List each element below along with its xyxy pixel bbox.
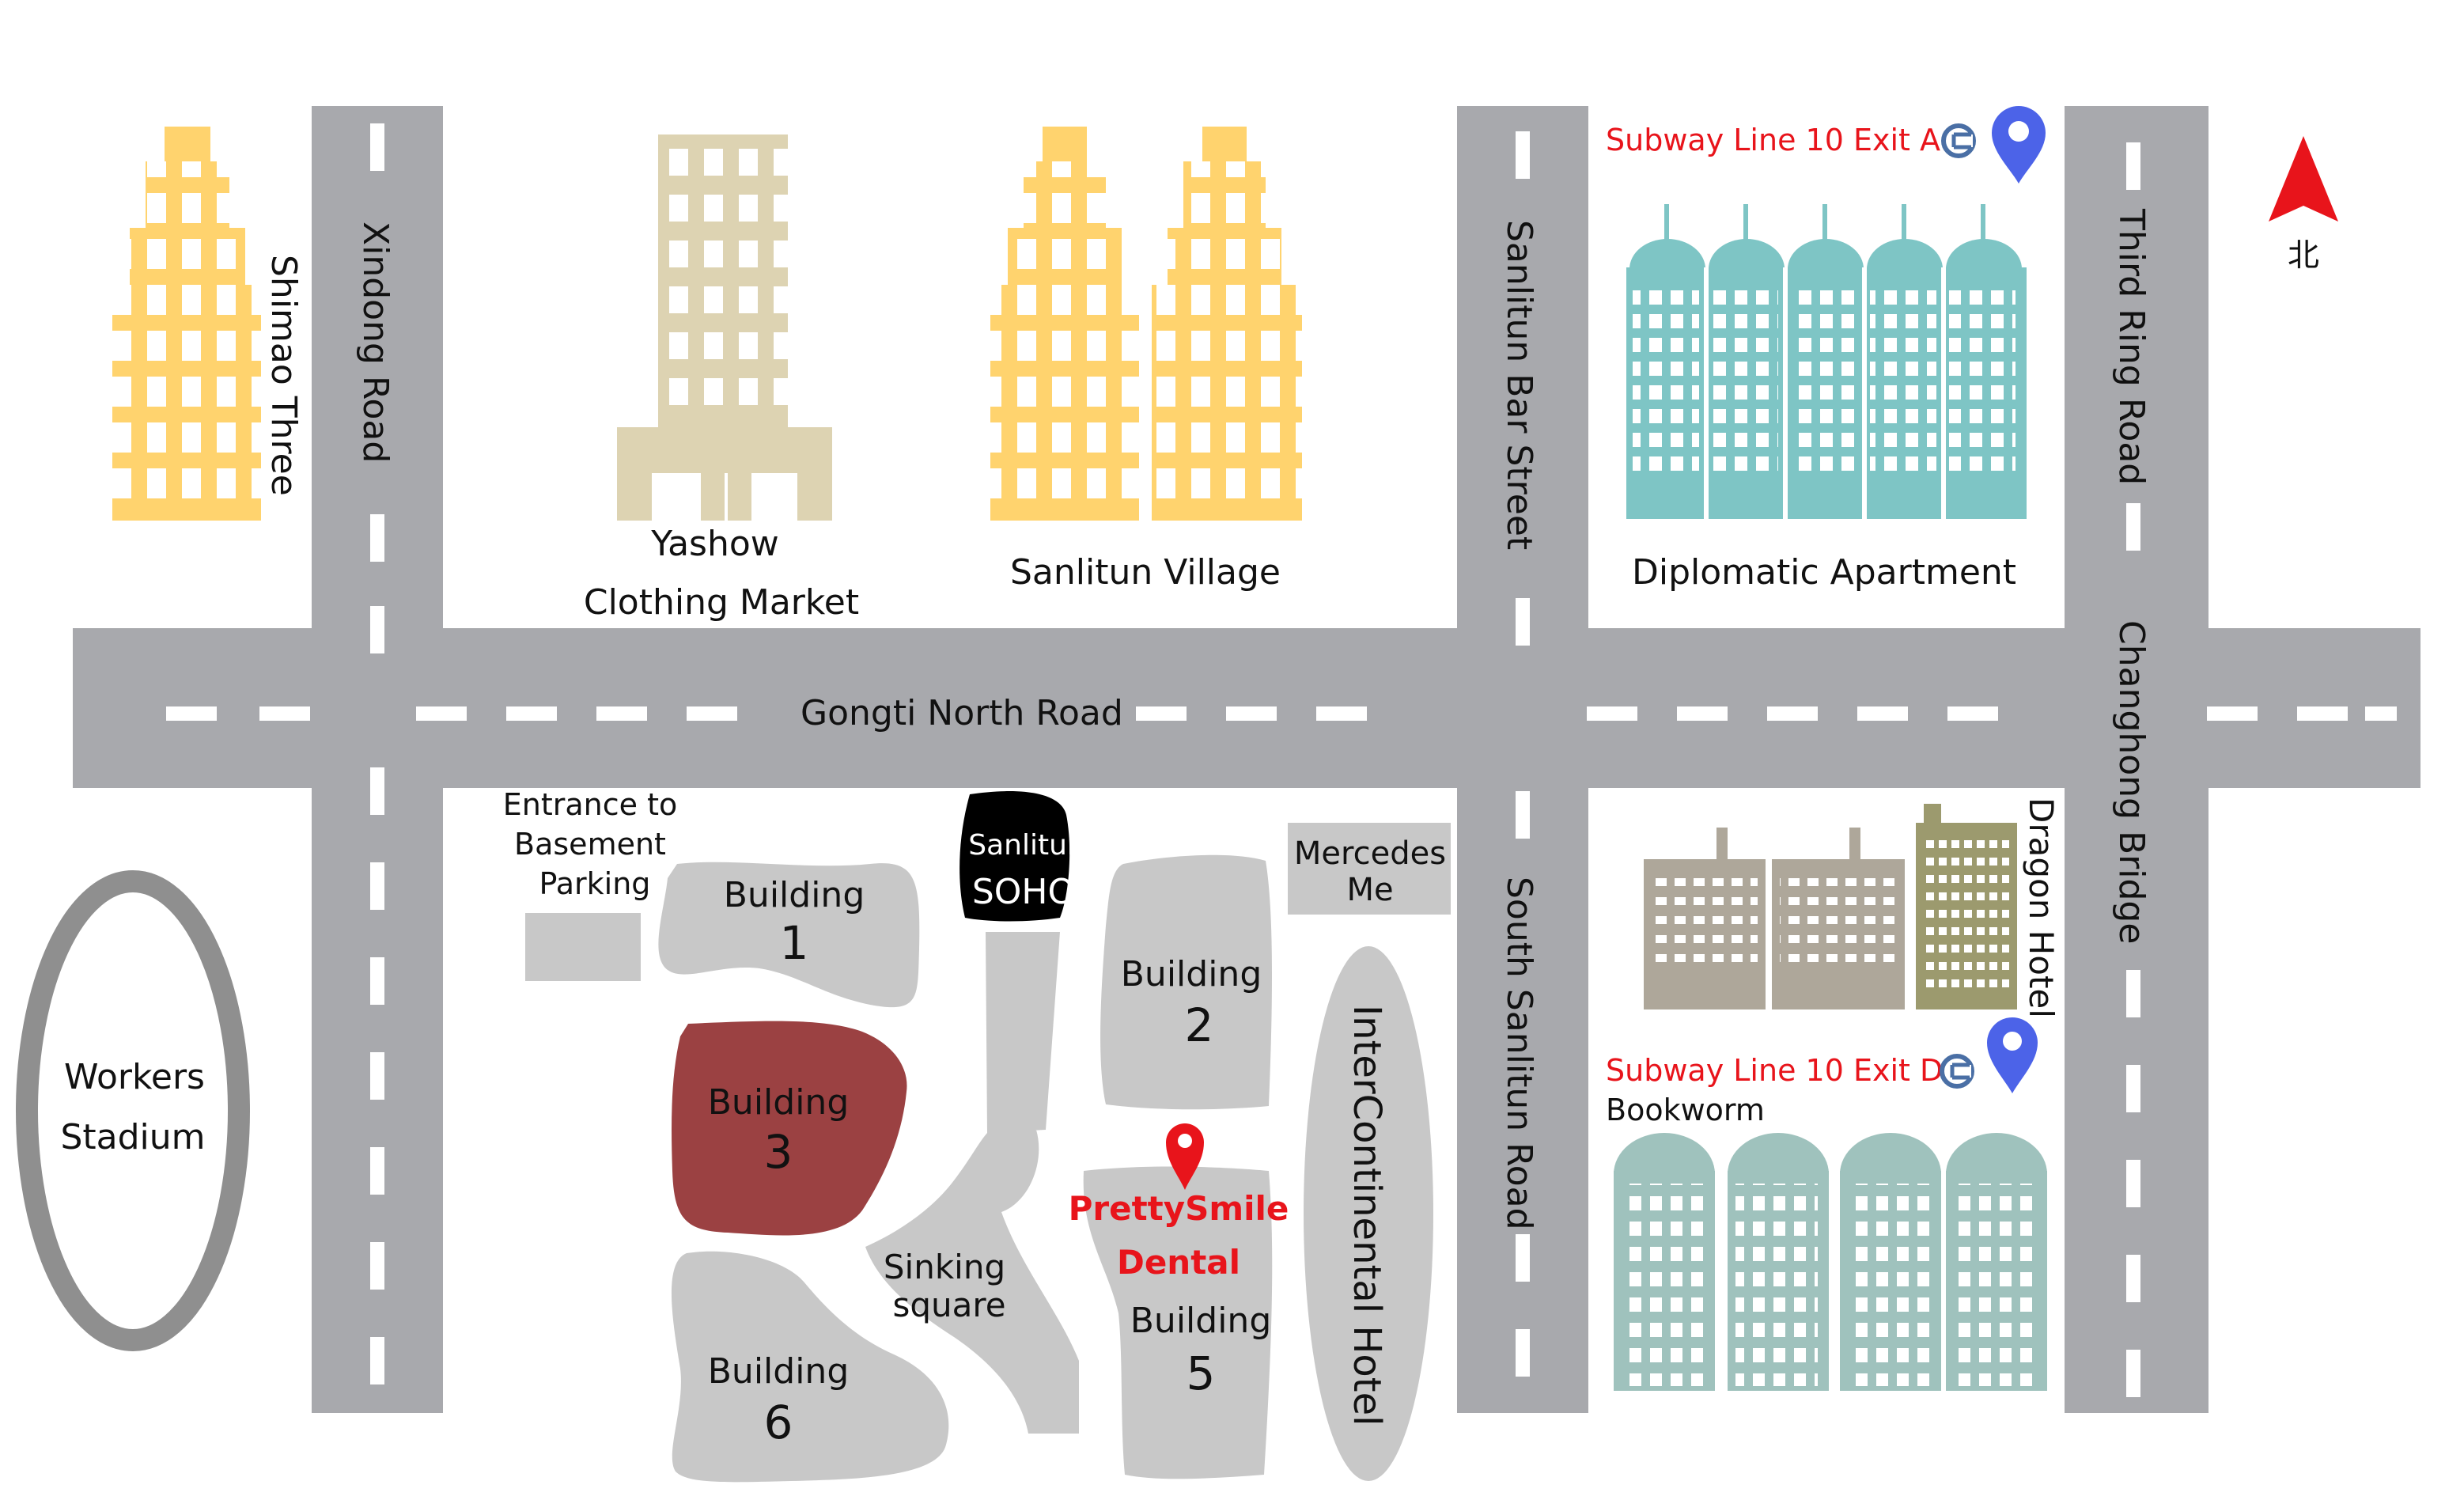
building-3 <box>672 1021 907 1236</box>
xindong-road <box>312 106 443 1413</box>
building-2 <box>1100 854 1272 1110</box>
label-sinking-line2: square <box>892 1286 1005 1324</box>
label-building-2: Building <box>1121 954 1262 994</box>
sanlitun-bar-street <box>1457 106 1588 1413</box>
intercontinental-hotel <box>1304 946 1433 1481</box>
road-labels: Gongti North Road Xindong Road Sanlitun … <box>355 208 2152 1230</box>
label-soho-line2: SOHO <box>972 872 1075 912</box>
label-diplomatic-apartment: Diplomatic Apartment <box>1632 552 2016 593</box>
label-bookworm: Bookworm <box>1606 1093 1765 1127</box>
taupe-office-building <box>1644 828 1905 1009</box>
label-building-2-num: 2 <box>1185 998 1214 1052</box>
label-xindong-road: Xindong Road <box>355 222 396 463</box>
subway-exit-a-label: Subway Line 10 Exit A <box>1606 123 1940 157</box>
building-5 <box>1083 1166 1273 1479</box>
label-third-ring-road: Third Ring Road <box>2111 208 2152 485</box>
shimao-three-building <box>112 127 261 521</box>
map-pin-icon <box>1992 106 2046 184</box>
label-parking-line1: Entrance to <box>503 787 678 822</box>
label-yashow-line1: Yashow <box>650 524 779 564</box>
label-building-3-num: 3 <box>764 1125 793 1179</box>
building-1 <box>658 862 920 1008</box>
clinic-map-pin-icon <box>1166 1123 1204 1190</box>
north-label: 北 <box>2288 237 2319 274</box>
label-yashow-line2: Clothing Market <box>584 582 859 623</box>
label-sanlitun-bar-street: Sanlitun Bar Street <box>1499 220 1539 550</box>
sanlitun-village-building <box>990 127 1302 521</box>
roads <box>73 106 2420 1413</box>
sanlitun-soho <box>959 791 1070 922</box>
label-shimao-three: Shimao Three <box>263 255 304 496</box>
label-sinking-line1: Sinking <box>884 1248 1005 1286</box>
diplomatic-apartment-building <box>1626 204 2027 519</box>
dragon-hotel-building <box>1916 804 2017 1009</box>
label-parking-line2: Basement <box>514 827 666 862</box>
basement-parking-entrance <box>525 913 641 981</box>
sinking-square <box>865 932 1079 1434</box>
clinic-name-line1: PrettySmile <box>1069 1189 1289 1228</box>
label-building-6-num: 6 <box>764 1396 793 1449</box>
label-south-sanlitun-road: South Sanlitun Road <box>1499 877 1539 1230</box>
label-sanlitun-village: Sanlitun Village <box>1010 552 1281 593</box>
building-6 <box>671 1251 949 1483</box>
subway-logo-icon <box>1940 1054 1974 1089</box>
clinic-name-line2: Dental <box>1117 1243 1240 1282</box>
lane-markings <box>166 123 2397 1397</box>
label-workers-line2: Stadium <box>60 1117 205 1157</box>
label-intercontinental: InterContinental Hotel <box>1345 1005 1389 1426</box>
label-workers-line1: Workers <box>64 1057 205 1097</box>
label-dragon-hotel: Dragon Hotel <box>2022 797 2061 1018</box>
label-mercedes-line1: Mercedes <box>1294 835 1446 872</box>
label-building-5: Building <box>1130 1301 1272 1341</box>
map-pin-icon <box>1987 1017 2038 1093</box>
label-parking-line3: Parking <box>539 866 651 901</box>
label-building-1: Building <box>724 875 865 915</box>
label-soho-line1: Sanlitun <box>968 829 1084 862</box>
label-building-5-num: 5 <box>1187 1347 1216 1400</box>
label-building-3: Building <box>708 1082 850 1123</box>
subway-exit-d-label: Subway Line 10 Exit D <box>1606 1053 1943 1088</box>
label-building-6: Building <box>708 1351 850 1392</box>
north-arrow-icon <box>2269 136 2338 222</box>
label-mercedes-line2: Me <box>1346 872 1393 908</box>
label-changhong-bridge: Changhong Bridge <box>2111 620 2152 944</box>
subway-logo-icon <box>1941 123 1976 158</box>
label-gongti-north-road: Gongti North Road <box>801 693 1123 733</box>
mercedes-me <box>1288 823 1451 915</box>
label-building-1-num: 1 <box>780 916 809 970</box>
bookworm-area-buildings <box>1614 1133 2047 1391</box>
workers-stadium <box>16 870 250 1351</box>
yashow-building <box>617 134 832 521</box>
